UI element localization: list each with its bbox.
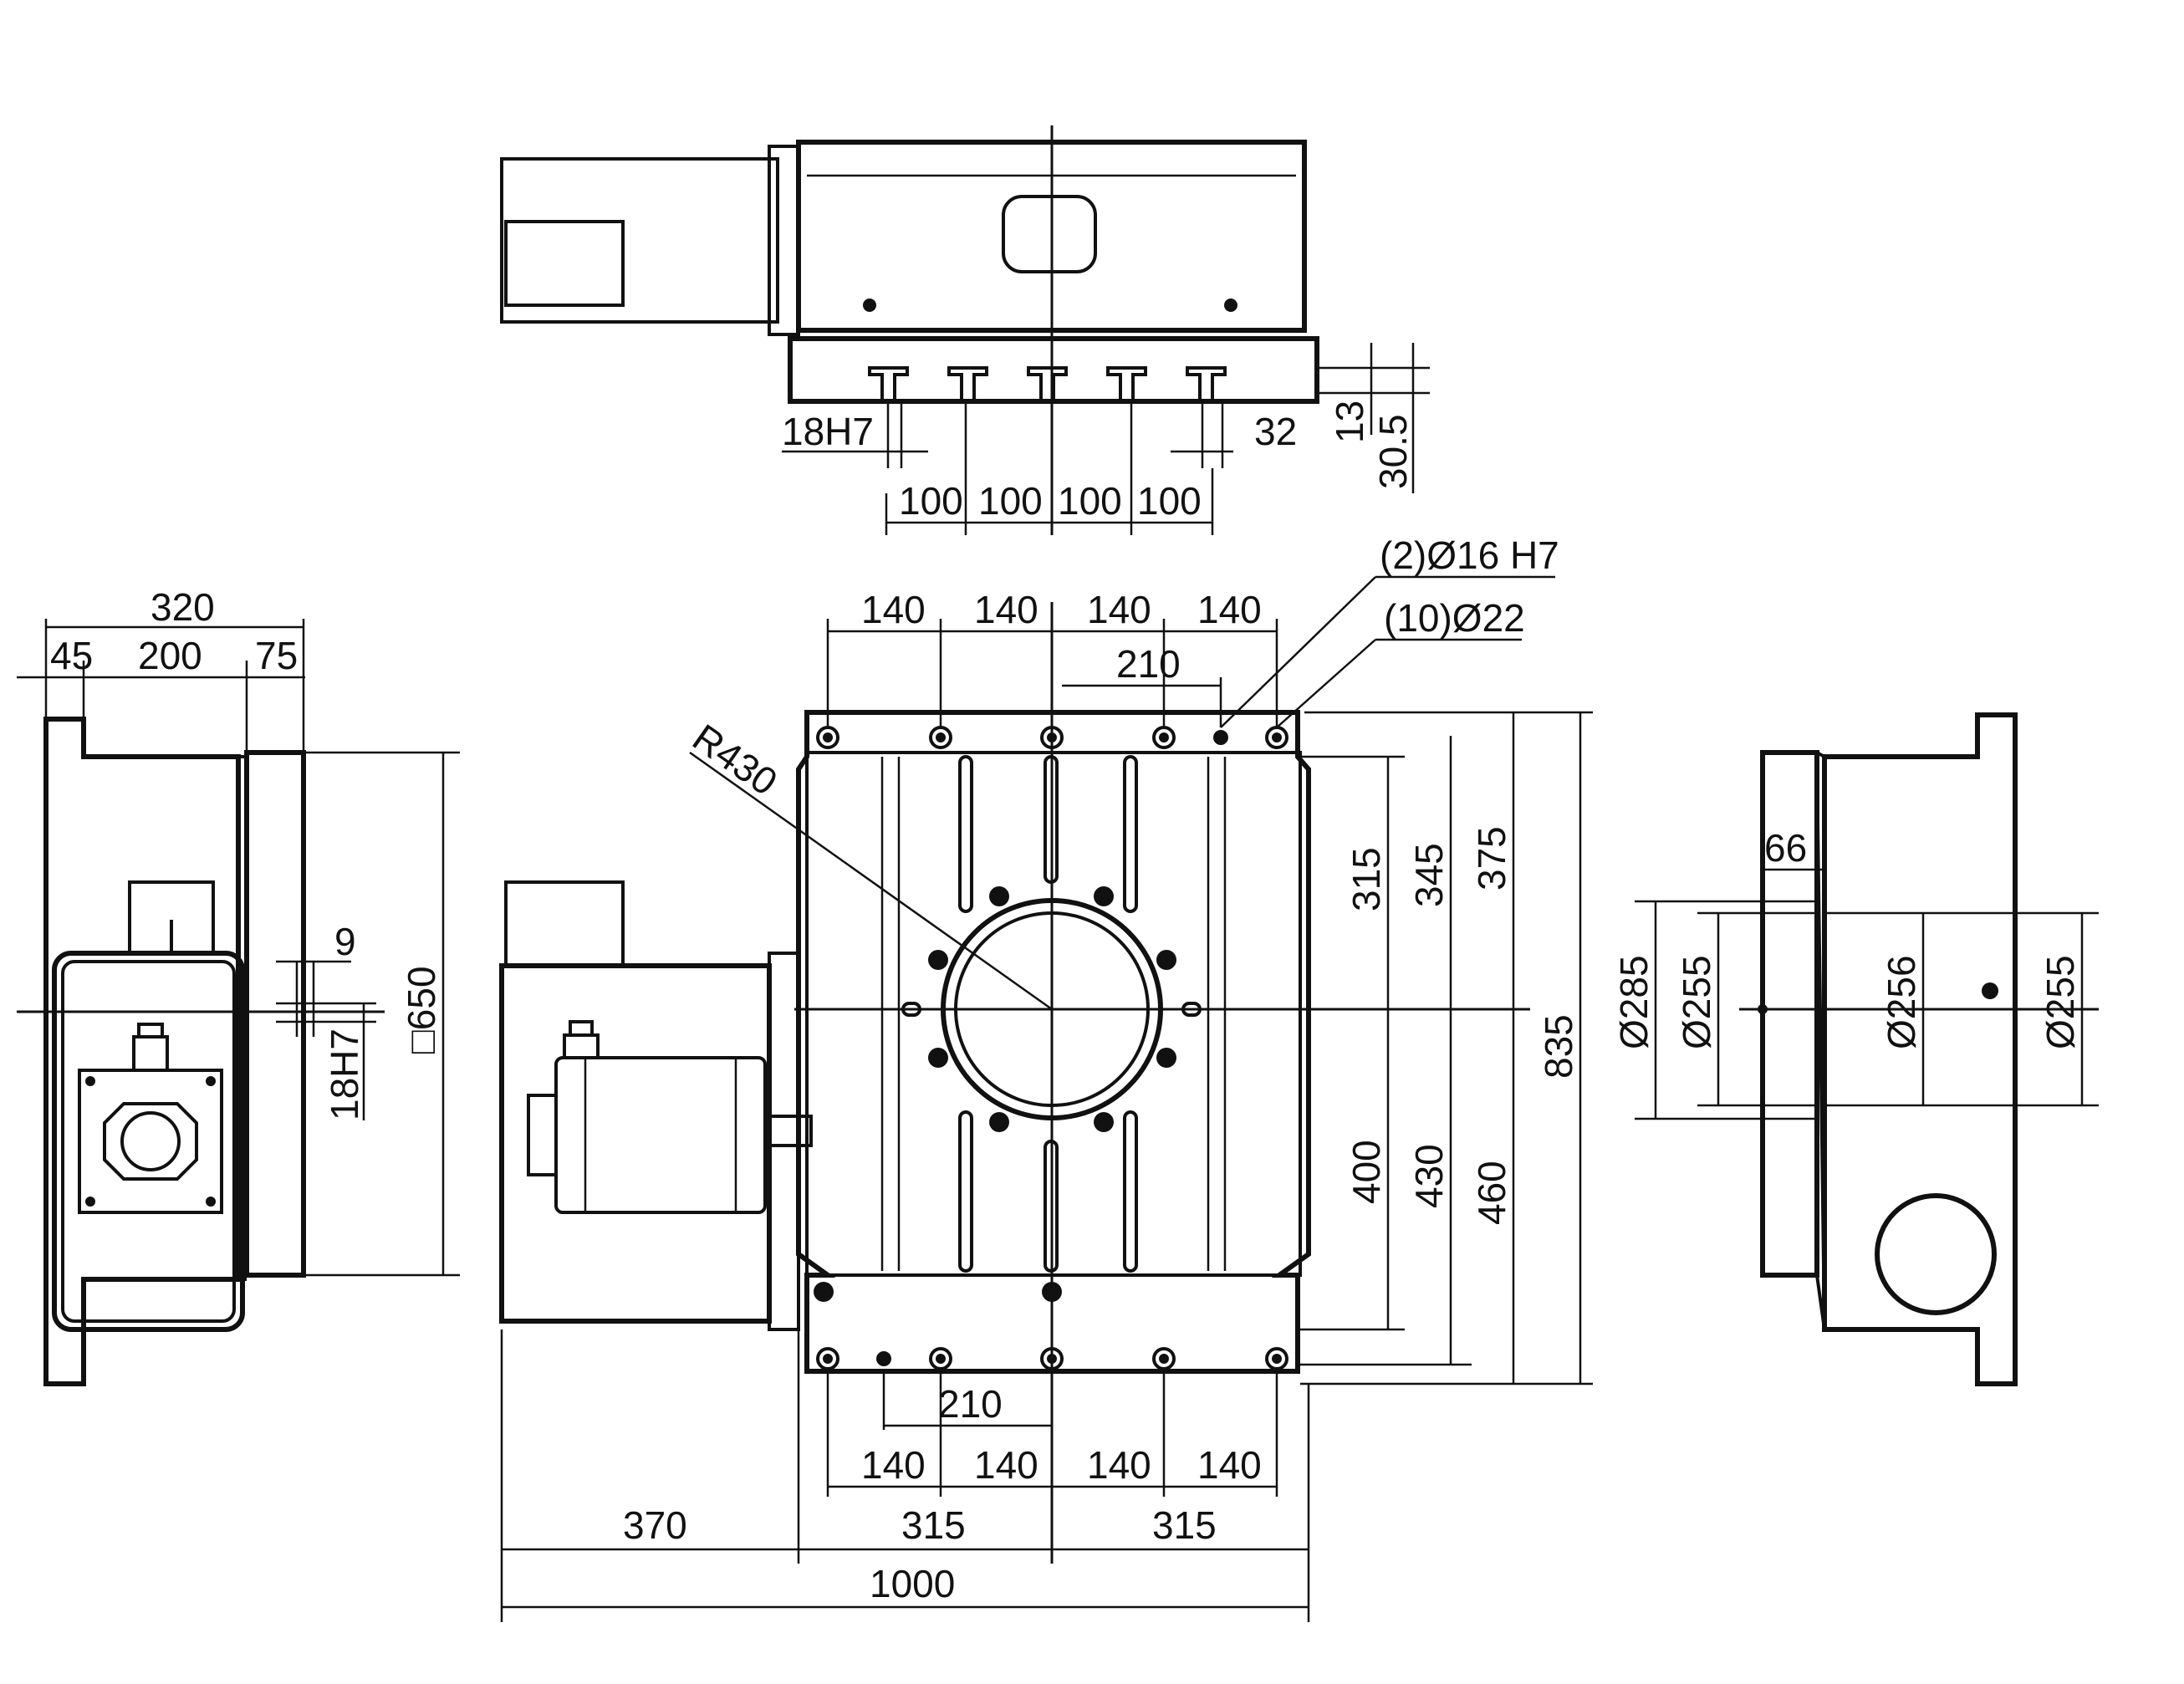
left-table-plate (244, 750, 306, 1278)
top-pitch-4: 100 (1137, 479, 1202, 523)
left-motor-face (78, 1069, 223, 1214)
top-pitch-1: 100 (899, 479, 963, 523)
front-radius-label: R430 (685, 716, 785, 804)
top-slot-fit-label: 18H7 (782, 410, 874, 453)
right-dia-256-label: Ø256 (1880, 955, 1923, 1049)
front-bottom-pitch-2: 140 (974, 1443, 1038, 1487)
front-rails (880, 755, 1227, 1273)
front-half-right-label: 315 (1152, 1503, 1217, 1547)
left-offset-45-label: 45 (50, 634, 93, 677)
right-dia-255-left-label: Ø255 (1675, 955, 1718, 1049)
front-flange (768, 952, 800, 1331)
front-dim-315: 315 (1345, 847, 1388, 911)
top-inspection-cover (1002, 195, 1097, 273)
front-dim-430: 430 (1407, 1144, 1451, 1208)
front-top-pitch-3: 140 (1087, 588, 1151, 631)
front-bottom-pitch-4: 140 (1197, 1443, 1262, 1487)
left-housing-outline (43, 717, 241, 1386)
left-total-width-label: 320 (151, 585, 215, 629)
front-motor-housing (499, 963, 772, 1324)
front-hole-note: (10)Ø22 (1384, 596, 1525, 640)
top-pitch-3: 100 (1058, 479, 1122, 523)
front-top-pitch-1: 140 (861, 588, 926, 631)
front-bottom-pitch-3: 140 (1087, 1443, 1151, 1487)
left-view: 320 45 200 75 9 18H7 □650 (17, 585, 460, 1386)
left-slot-fit-label: 18H7 (323, 1028, 366, 1120)
front-bottom-pitch-1: 140 (861, 1443, 926, 1487)
front-dim-835: 835 (1537, 1014, 1580, 1079)
top-depth-13-label: 13 (1328, 401, 1371, 443)
front-dim-375: 375 (1470, 826, 1513, 890)
right-view: 66 Ø285 Ø255 Ø256 Ø255 (1612, 712, 2099, 1386)
right-flange-66-label: 66 (1764, 826, 1807, 870)
front-dim-345: 345 (1407, 843, 1451, 907)
front-top-pitch-4: 140 (1197, 588, 1262, 631)
right-dia-285-label: Ø285 (1612, 955, 1656, 1049)
left-motor-shaft (120, 1111, 181, 1171)
top-motor-housing (500, 157, 779, 324)
front-table-outline (796, 710, 1311, 1374)
left-table-square-label: □650 (400, 966, 443, 1054)
top-depth-30-5-label: 30.5 (1371, 414, 1415, 489)
left-motor-frame (52, 951, 245, 1332)
front-half-left-label: 315 (901, 1503, 966, 1547)
right-dia-255-right-label: Ø255 (2039, 955, 2082, 1049)
top-view: 18H7 32 13 30.5 100 100 100 100 (500, 125, 1430, 535)
front-motor-shaft (763, 1115, 813, 1147)
front-ring-bolts (928, 886, 1176, 1132)
front-bottom-offset-label: 210 (938, 1382, 1003, 1426)
front-pin-note: (2)Ø16 H7 (1380, 533, 1559, 577)
top-motor-box (504, 220, 625, 307)
front-view: R430 140 140 140 140 210 (2)Ø16 H7 (10)Ø… (499, 533, 1593, 1622)
front-dim-400: 400 (1345, 1140, 1388, 1204)
front-top-offset-label: 210 (1116, 642, 1181, 686)
front-dim-460: 460 (1470, 1161, 1513, 1225)
left-middle-200-label: 200 (138, 634, 202, 677)
front-motor-top-box (504, 880, 625, 967)
top-pitch-2: 100 (978, 479, 1043, 523)
front-motor-length-label: 370 (623, 1503, 687, 1547)
front-bottom-holes (814, 1282, 1288, 1370)
left-slot-9-label: 9 (334, 920, 356, 963)
front-overall-length-label: 1000 (870, 1562, 955, 1605)
left-offset-75-label: 75 (255, 634, 298, 677)
front-motor-body (554, 1056, 767, 1214)
top-slot-width-label: 32 (1254, 410, 1297, 453)
front-radius-leader (689, 751, 1053, 1011)
right-housing-outline (1822, 712, 2018, 1386)
top-t-slots (868, 366, 1227, 401)
right-motor-opening (1875, 1193, 1997, 1315)
top-flange (768, 145, 800, 336)
front-top-pitch-2: 140 (974, 588, 1038, 631)
